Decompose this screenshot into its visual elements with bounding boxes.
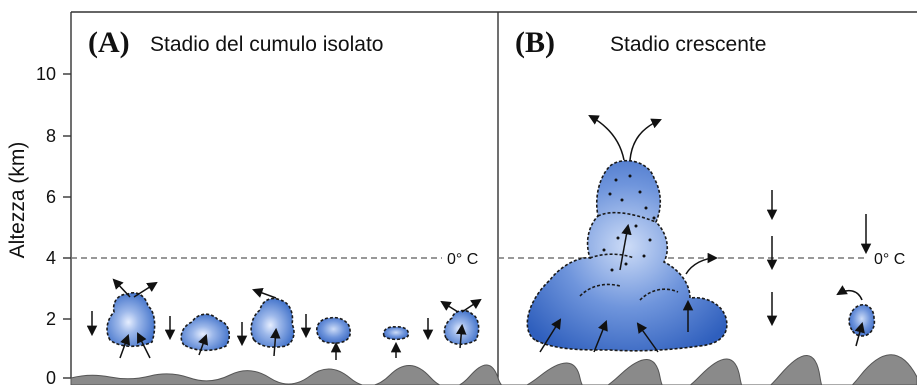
cloud-a4: [315, 316, 352, 344]
panel-a-letter: (A): [88, 26, 130, 59]
panel-b-title: Stadio crescente: [610, 33, 766, 56]
panel-b-letter: (B): [515, 26, 555, 59]
y-tick-label: 4: [46, 248, 56, 268]
cloud-b-inner: [579, 211, 679, 301]
panel-a-heading: (A) Stadio del cumulo isolato: [88, 26, 383, 59]
y-axis-title: Altezza (km): [6, 142, 29, 259]
panel-a-title: Stadio del cumulo isolato: [150, 33, 383, 56]
isotherm-line: 0° C 0° C: [71, 251, 905, 268]
cloud-b-dots: [602, 174, 656, 272]
cloud-a3: [250, 297, 295, 348]
panel-frame: [70, 11, 917, 385]
cloud-a2: [180, 313, 231, 352]
y-tick-label: 10: [36, 64, 56, 84]
y-axis: 0 2 4 6 8 10 Altezza (km): [6, 64, 71, 385]
isotherm-label-a: 0° C: [447, 251, 478, 268]
panel-b-heading: (B) Stadio crescente: [515, 26, 766, 59]
y-tick-label: 0: [46, 368, 56, 385]
y-tick-label: 6: [46, 187, 56, 207]
y-tick-label: 8: [46, 126, 56, 146]
cloud-b-small: [848, 303, 876, 337]
ground: [70, 354, 917, 385]
y-tick-label: 2: [46, 309, 56, 329]
panel-a-clouds: [86, 278, 482, 360]
isotherm-label-b: 0° C: [874, 251, 905, 268]
cloud-a5: [382, 326, 410, 341]
panel-b-clouds: [526, 114, 876, 353]
cloud-a1: [106, 291, 156, 348]
